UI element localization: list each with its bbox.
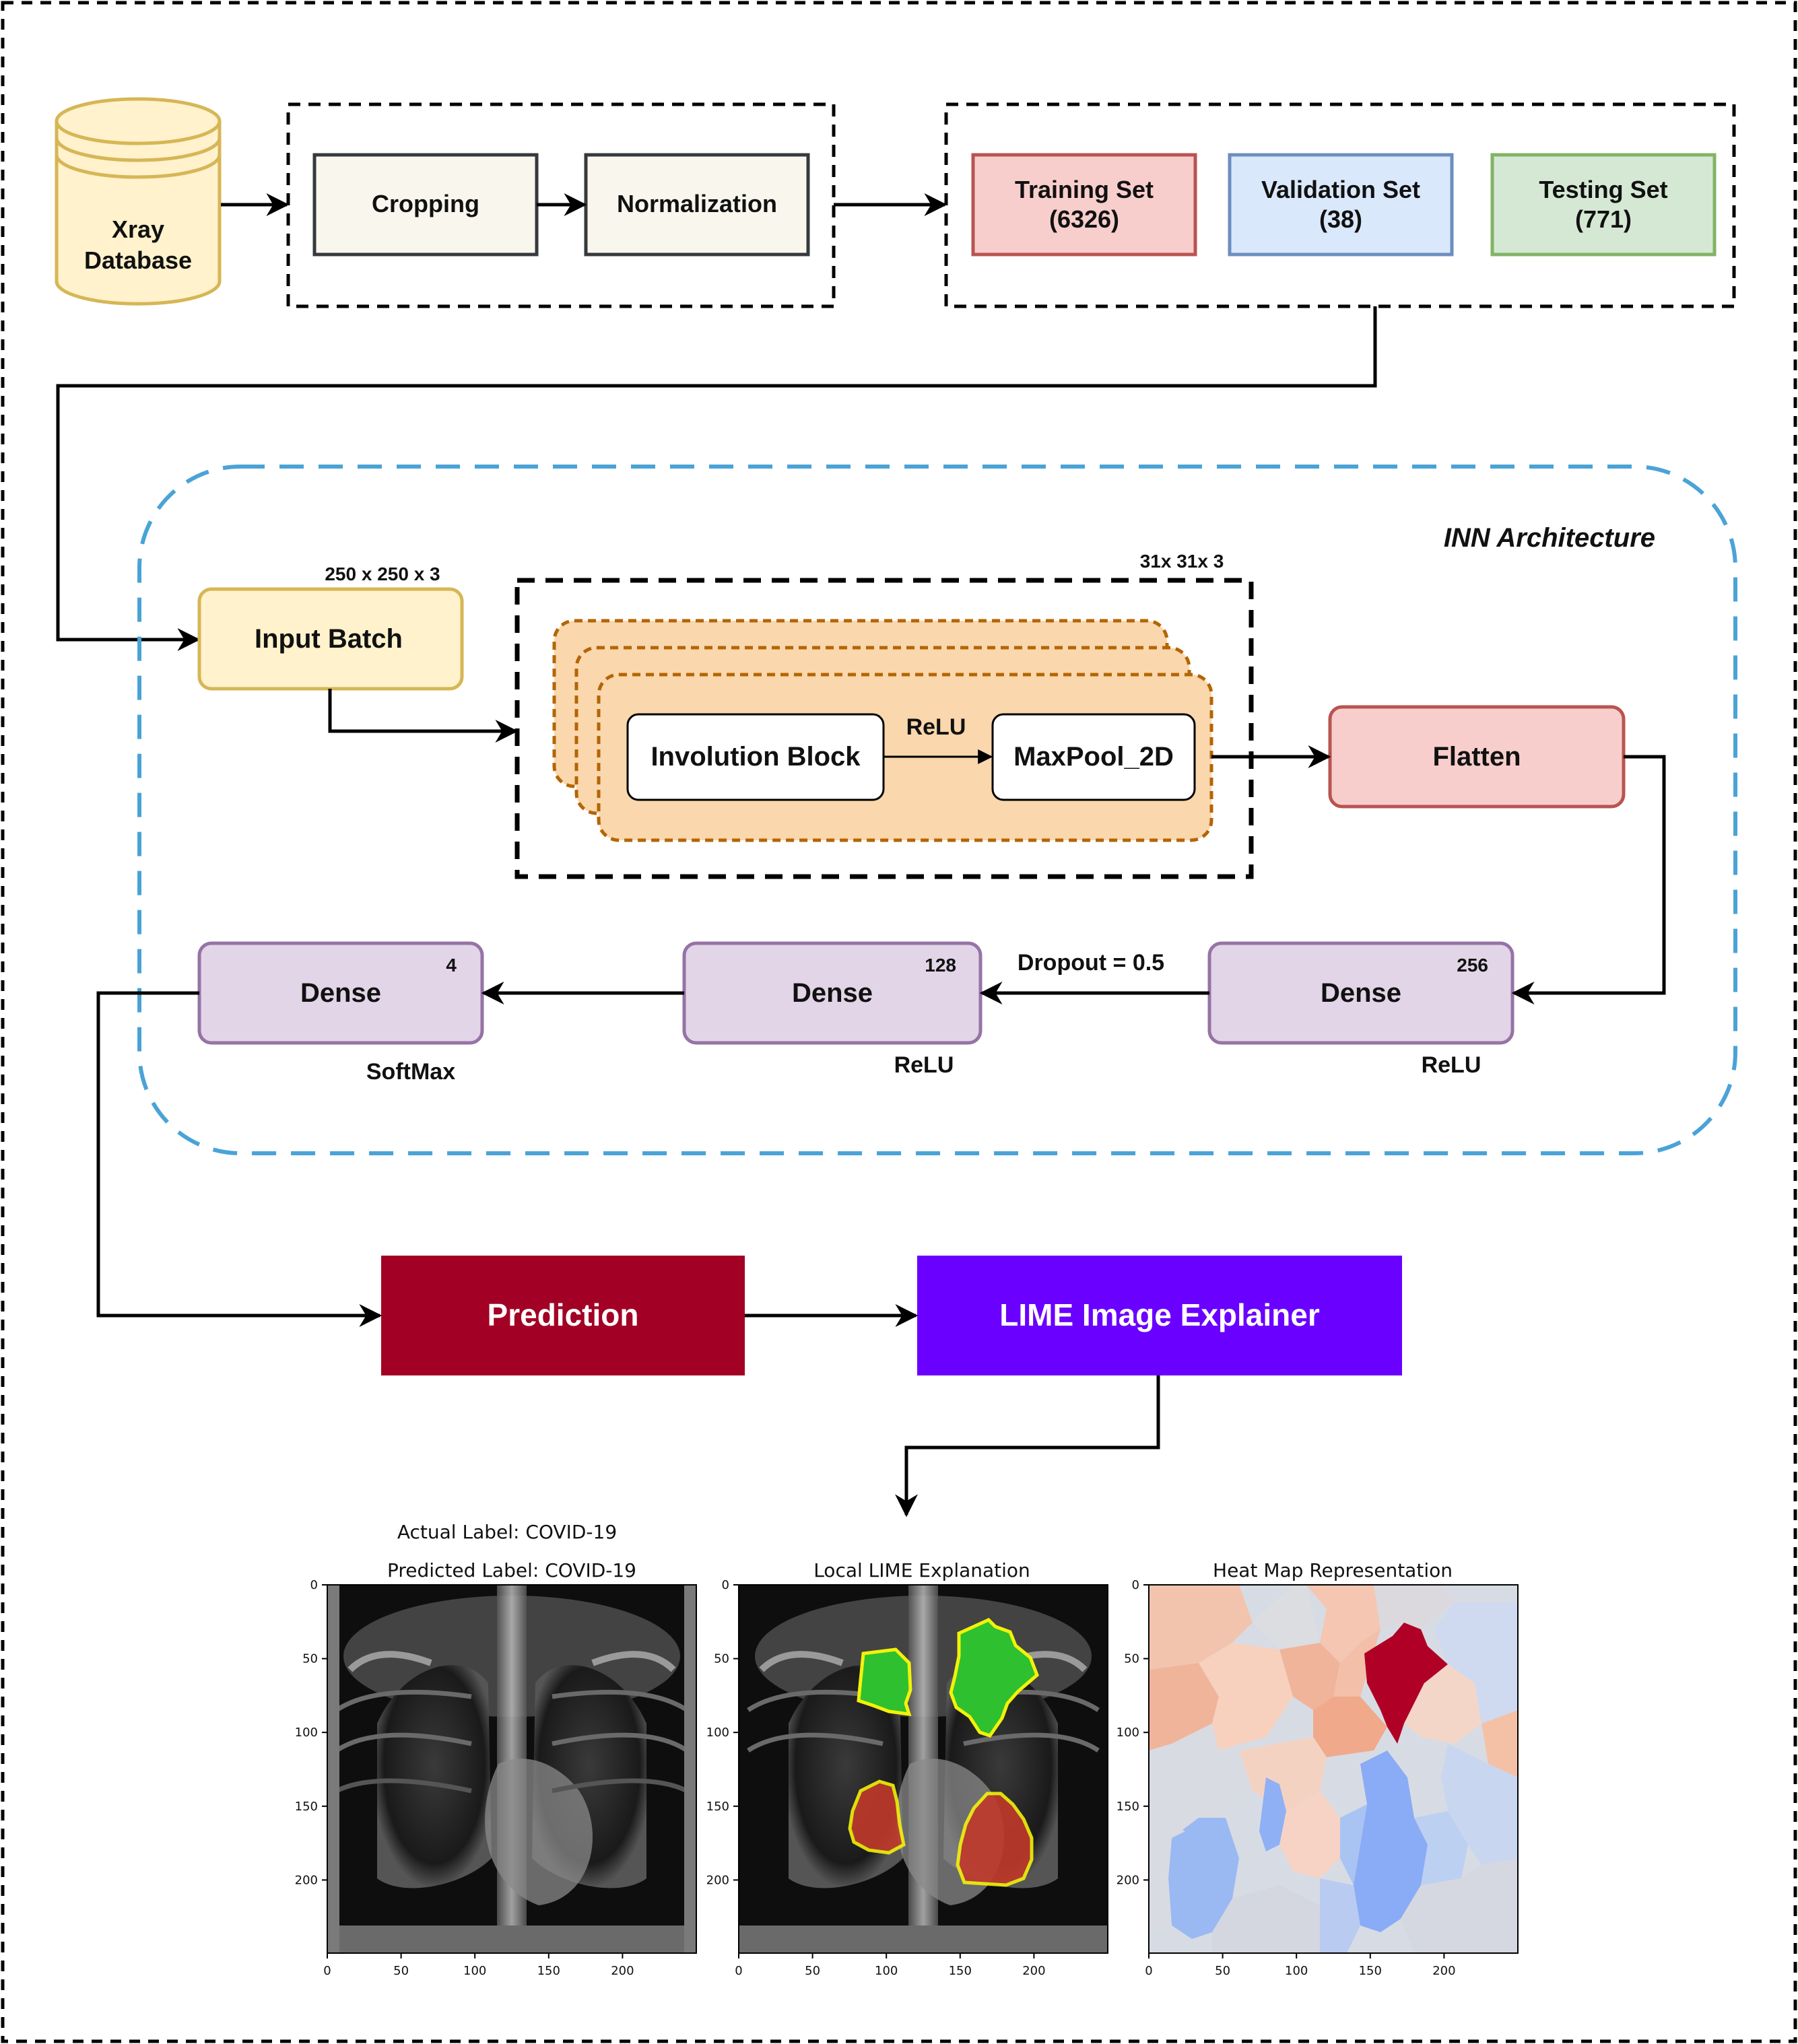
dropout-label: Dropout = 0.5	[1018, 950, 1164, 976]
dense-4-units: 4	[446, 955, 457, 976]
panel-1-frame	[327, 1584, 697, 1954]
database-label-line1: Xray	[112, 215, 164, 243]
normalization-label: Normalization	[617, 190, 777, 217]
y-tick-label: 100	[295, 1726, 318, 1740]
y-tick-label: 200	[706, 1873, 729, 1887]
y-tick-label: 0	[310, 1578, 318, 1592]
input-dimension-label: 250 x 250 x 3	[325, 564, 440, 584]
y-tick-label: 100	[1117, 1726, 1139, 1740]
validation-set-box	[1228, 153, 1454, 257]
dense-128-activation: ReLU	[894, 1052, 954, 1078]
x-tick-label: 50	[1215, 1964, 1230, 1978]
x-tick-label: 200	[1022, 1964, 1045, 1978]
relu-inner-label: ReLU	[906, 714, 966, 740]
inn-architecture-title: INN Architecture	[1444, 523, 1655, 553]
lime-explainer-label: LIME Image Explainer	[999, 1297, 1320, 1332]
dense-4-label: Dense	[300, 978, 381, 1008]
prediction-box	[381, 1256, 745, 1375]
x-tick-label: 200	[1432, 1964, 1455, 1978]
x-tick-label: 50	[805, 1964, 820, 1978]
training-set-count: (6326)	[1049, 205, 1119, 233]
normalization-box	[584, 153, 810, 257]
input-batch-label: Input Batch	[255, 624, 403, 654]
maxpool-label: MaxPool_2D	[1013, 742, 1174, 772]
dense-128-units: 128	[925, 955, 956, 976]
panel-3-title: Heat Map Representation	[1213, 1559, 1453, 1581]
axes-group: 0 50 100 150 200 0 50 100 150 200 0 50 100 150 200 0 50 1…	[295, 1578, 1456, 1978]
y-tick-label: 0	[722, 1578, 729, 1592]
x-tick-label: 150	[1359, 1964, 1382, 1978]
involution-block-label: Involution Block	[651, 742, 861, 772]
testing-set-box	[1490, 153, 1717, 257]
xray-image	[327, 1585, 696, 1953]
y-tick-label: 0	[1132, 1578, 1139, 1592]
inn-architecture-group	[137, 465, 1737, 1155]
training-set-box	[971, 153, 1197, 257]
y-tick-label: 50	[302, 1652, 318, 1666]
x-tick-label: 150	[949, 1964, 972, 1978]
row1-arrows	[56, 193, 1377, 651]
x-tick-label: 0	[1145, 1964, 1152, 1978]
panel-2-title: Local LIME Explanation	[813, 1559, 1030, 1581]
cropping-box	[312, 153, 539, 257]
y-tick-label: 200	[1117, 1873, 1139, 1887]
xray-database: Xray Database	[55, 97, 222, 306]
panel-1-title: Predicted Label: COVID-19	[387, 1559, 636, 1581]
heatmap-image	[1149, 1585, 1518, 1953]
actual-label: Actual Label: COVID-19	[397, 1521, 617, 1543]
y-tick-label: 150	[706, 1800, 729, 1814]
x-tick-label: 50	[393, 1964, 409, 1978]
validation-set-count: (38)	[1319, 205, 1362, 233]
y-tick-label: 100	[706, 1726, 729, 1740]
dense-256-label: Dense	[1321, 978, 1401, 1008]
x-tick-label: 100	[1285, 1964, 1308, 1978]
testing-set-count: (771)	[1575, 205, 1632, 233]
y-tick-label: 200	[295, 1873, 318, 1887]
testing-set-label: Testing Set	[1539, 176, 1667, 203]
y-tick-label: 50	[714, 1652, 729, 1666]
database-label-line2: Database	[84, 246, 192, 274]
x-tick-label: 0	[323, 1964, 331, 1978]
flatten-label: Flatten	[1432, 742, 1521, 772]
lime-image	[739, 1585, 1108, 1953]
inn-arrows	[96, 689, 1666, 1327]
y-tick-label: 150	[1117, 1800, 1139, 1814]
panel-2-frame	[738, 1584, 1108, 1954]
lime-explainer-box	[917, 1256, 1402, 1375]
x-tick-label: 100	[875, 1964, 898, 1978]
prediction-label: Prediction	[488, 1297, 639, 1332]
dense-4-activation: SoftMax	[366, 1059, 455, 1085]
y-tick-label: 50	[1124, 1652, 1139, 1666]
x-tick-label: 100	[463, 1964, 486, 1978]
x-tick-label: 200	[611, 1964, 634, 1978]
y-tick-label: 150	[295, 1800, 318, 1814]
training-set-label: Training Set	[1015, 176, 1154, 203]
cropping-label: Cropping	[372, 190, 479, 217]
output-arrows	[745, 1304, 1160, 1518]
dense-128-label: Dense	[792, 978, 873, 1008]
x-tick-label: 150	[537, 1964, 560, 1978]
x-tick-label: 0	[735, 1964, 742, 1978]
dense-256-units: 256	[1457, 955, 1488, 976]
panel-3-frame	[1148, 1584, 1519, 1954]
validation-set-label: Validation Set	[1261, 176, 1420, 203]
dense-256-activation: ReLU	[1422, 1052, 1481, 1078]
block-dimension-label: 31x 31x 3	[1140, 551, 1224, 572]
